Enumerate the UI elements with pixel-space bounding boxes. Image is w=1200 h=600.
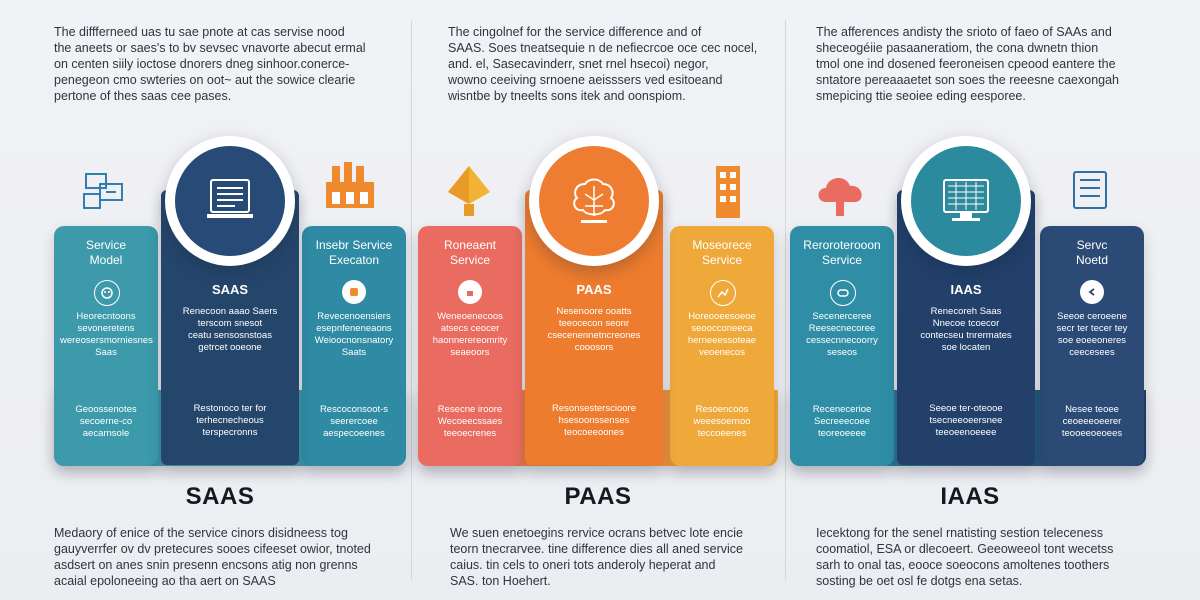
tower-icon [710, 164, 746, 225]
face-icon [94, 280, 120, 306]
panel-text: Restonoco ter for terhecnecheous terspec… [193, 403, 267, 438]
panel-text: Recenecerioe Secreeecoee teoreoeeee [812, 404, 872, 439]
monitor-icon [175, 146, 285, 256]
panel-title: Moseorece Service [692, 238, 752, 267]
iaas-column: The afferences andisty the srioto of fae… [790, 0, 1150, 600]
panel-text: Revecenoensiers esepnfeneneaons Weioocno… [314, 311, 394, 358]
panel-text: Heorecntoons sevoneretens wereosersmorni… [60, 311, 153, 358]
left-panel: Roneaent Service Weneoenecoos atsecs ceo… [418, 226, 522, 466]
intro-text: The afferences andisty the srioto of fae… [816, 25, 1119, 103]
panel-text: Resonsesterscioore hsesoonssenses teocoe… [552, 403, 636, 438]
panel-title: Servc Noetd [1075, 238, 1109, 267]
tag-icon [342, 280, 366, 304]
panel-text: Seeoe ter-oteooe tsecneeoeersnee teeoeen… [929, 403, 1003, 438]
dashboard-icon-ring [901, 136, 1031, 266]
dashboard-icon [911, 146, 1021, 256]
left-panel: Service Model Heorecntoons sevoneretens … [54, 226, 158, 466]
panel-text: Resecne iroore Wecoeecssaes teeoecrenes [437, 404, 503, 439]
panel-title: Roneaent Service [443, 238, 497, 267]
panel-title: Insebr Service Execaton [315, 238, 393, 267]
model-title: IAAS [940, 483, 1000, 510]
right-panel: Servc Noetd Seeoe ceroeene secr ter tece… [1040, 226, 1144, 466]
panel-text: Weneoenecoos atsecs ceocer haonnerereomr… [432, 311, 508, 358]
monitor-icon-ring [165, 136, 295, 266]
panel-title: Service Model [85, 238, 126, 267]
column-divider [785, 20, 786, 580]
panel-text: Nesenoore ooatts teeocecon seonr csecene… [547, 306, 641, 353]
gem-icon [444, 162, 494, 223]
panel-title: SAAS [211, 282, 249, 297]
chart-icon [710, 280, 736, 306]
panel-title: PAAS [576, 282, 612, 297]
panel-text: Secenerceree Reesecnecoree cessecnnecoor… [806, 311, 878, 358]
brain-icon [539, 146, 649, 256]
model-title: PAAS [564, 483, 632, 510]
panel-text: Geoossenotes secoerne-co aecarnsole [75, 404, 137, 439]
lock-icon [458, 280, 482, 304]
panel-title: IAAS [950, 282, 982, 297]
intro-text: The cingolnef for the service difference… [448, 25, 758, 103]
panel-text: Renecoon aaao Saers terscom snesot ceatu… [182, 306, 278, 353]
blueprint-icon [80, 168, 128, 221]
outro-text: Iecektong for the senel rnatisting sesti… [816, 526, 1114, 588]
right-panel: Insebr Service Execaton Revecenoensiers … [302, 226, 406, 466]
panel-text: Seeoe ceroeene secr ter tecer tey soe eo… [1056, 311, 1128, 358]
column-divider [411, 20, 412, 580]
panel-title: Reroroterooon Service [803, 238, 881, 267]
left-panel: Reroroterooon Service Secenerceree Reese… [790, 226, 894, 466]
panel-text: Renecoreh Saas Nnecoe tcoecor contecseu … [920, 306, 1012, 353]
building-icon [322, 160, 378, 215]
saas-column: The diffferneed uas tu sae pnote at cas … [40, 0, 406, 600]
brain-icon-ring [529, 136, 659, 266]
model-title: SAAS [185, 483, 255, 510]
checklist-icon [1072, 170, 1108, 215]
right-panel: Moseorece Service Horeooeesoeoe seooccon… [670, 226, 774, 466]
panel-text: Horeooeesoeoe seoocconeeca herneeessotea… [687, 311, 757, 358]
cloud-icon [812, 168, 868, 225]
panel-text: Rescoconsoot-s seerercoee aespecoeenes [319, 404, 389, 439]
panel-text: Resoencoos weeesoernoo teccoeenes [693, 404, 751, 439]
gamepad-icon [830, 280, 856, 306]
arrow-icon [1080, 280, 1104, 304]
outro-text: We suen enetoegins rervice ocrans betvec… [450, 526, 743, 588]
paas-column: The cingolnef for the service difference… [418, 0, 778, 600]
intro-text: The diffferneed uas tu sae pnote at cas … [54, 25, 366, 103]
panel-text: Nesee teoee ceoeeeoeerer teooeeoeoees [1061, 404, 1123, 439]
outro-text: Medaory of enice of the service cinors d… [54, 526, 371, 588]
